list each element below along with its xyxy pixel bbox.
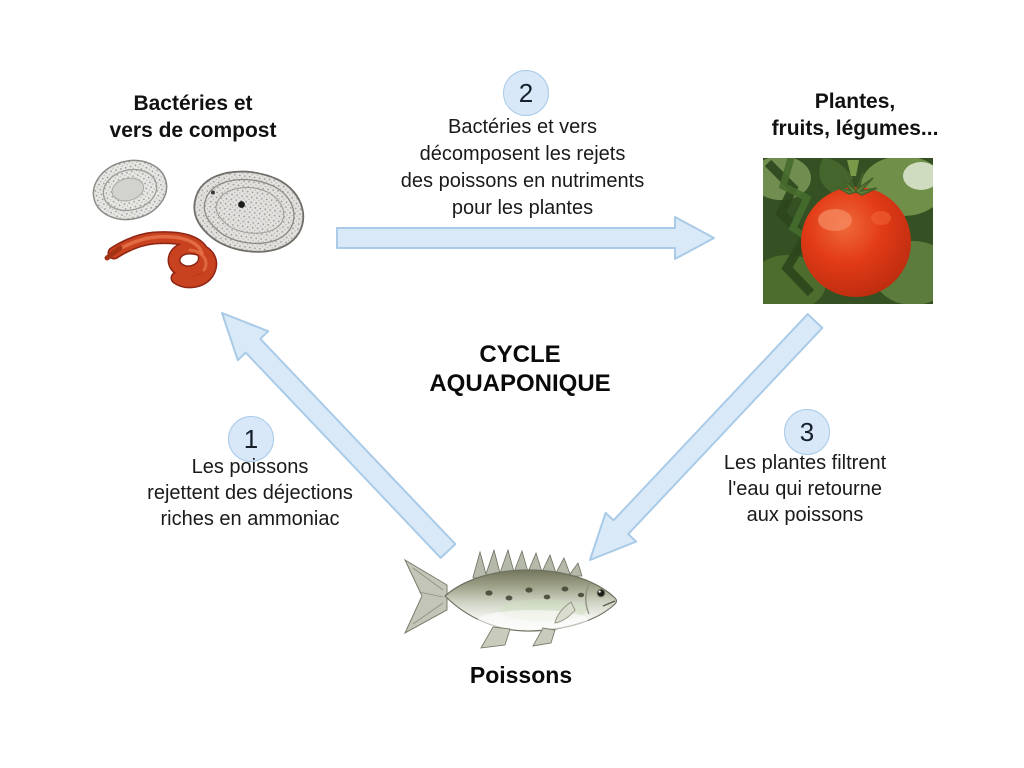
step1-description: Les poissons rejettent des déjections ri… <box>110 454 390 532</box>
plants-node-label: Plantes, fruits, légumes... <box>725 88 985 142</box>
plants-label-line2: fruits, légumes... <box>771 117 939 140</box>
step2-text-line1: Bactéries et vers <box>448 116 597 138</box>
step1-text-line2: rejettent des déjections <box>147 482 353 504</box>
step2-text-line3: des poissons en nutriments <box>400 170 645 192</box>
arrow-step3-icon <box>589 313 824 561</box>
fish-node-label: Poissons <box>391 662 651 689</box>
tomato-plant-photo-icon <box>763 158 933 304</box>
fish-label-text: Poissons <box>469 662 573 688</box>
bacteria-node-label: Bactéries et vers de compost <box>63 90 323 144</box>
step1-number: 1 <box>243 423 259 454</box>
diagram-title: CYCLE AQUAPONIQUE <box>390 340 650 398</box>
step2-text-line4: pour les plantes <box>451 197 594 219</box>
step2-number: 2 <box>518 77 534 108</box>
step1-text-line3: riches en ammoniac <box>160 508 340 530</box>
bacteria-label-line2: vers de compost <box>109 119 277 142</box>
step3-text-line1: Les plantes filtrent <box>723 452 887 474</box>
fish-illustration-icon <box>403 548 618 649</box>
step1-badge: 1 <box>228 416 274 462</box>
step3-text-line2: l'eau qui retourne <box>728 478 882 500</box>
arrow-step2-icon <box>336 216 715 260</box>
step3-text-line3: aux poissons <box>746 504 864 526</box>
step2-text-line2: décomposent les rejets <box>419 143 626 165</box>
step3-description: Les plantes filtrent l'eau qui retourne … <box>675 450 935 528</box>
bacteria-label-line1: Bactéries et <box>133 92 253 115</box>
step2-badge: 2 <box>503 70 549 116</box>
step1-text-line1: Les poissons <box>191 456 309 478</box>
plants-label-line1: Plantes, <box>814 90 896 113</box>
step3-badge: 3 <box>784 409 830 455</box>
diagram-title-line2: AQUAPONIQUE <box>429 370 611 397</box>
step2-description: Bactéries et vers décomposent les rejets… <box>355 114 690 222</box>
diagram-title-line1: CYCLE <box>479 341 561 368</box>
bacteria-and-compost-worm-illustration-icon <box>92 159 305 289</box>
arrow-step1-icon <box>221 312 457 559</box>
step3-number: 3 <box>799 416 815 447</box>
